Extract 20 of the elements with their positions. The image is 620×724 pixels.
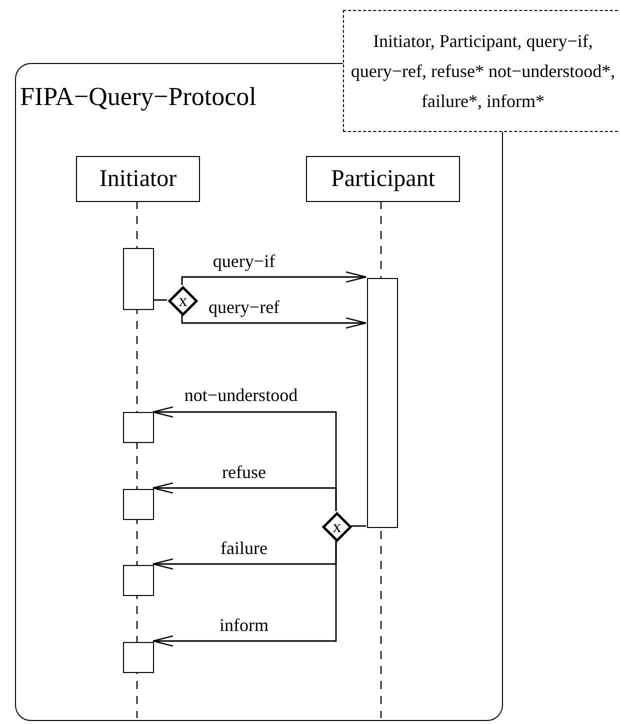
- frame-title: FIPA−Query−Protocol: [20, 82, 256, 112]
- activation-bar: [123, 642, 154, 673]
- message-arrow: [152, 482, 337, 511]
- parameter-note: Initiator, Participant, query−if, query−ref, refuse* not−understood*, failure*, inform*: [343, 10, 620, 132]
- lifeline-head: Initiator: [76, 156, 200, 202]
- message-arrow: [181, 271, 367, 285]
- choice-diamond: x: [168, 286, 198, 316]
- activation-bar: [123, 248, 154, 310]
- activation-bar: [367, 278, 398, 528]
- choice-diamond: x: [322, 512, 352, 542]
- message-arrow: [152, 541, 337, 647]
- lifeline-head: Participant: [306, 156, 460, 202]
- activation-bar: [123, 412, 154, 443]
- message-arrow: [181, 315, 367, 329]
- edge-label: query−if: [210, 251, 278, 271]
- connector-line: [153, 299, 167, 301]
- connector-line: [351, 525, 366, 527]
- activation-bar: [123, 565, 154, 596]
- edge-label: query−ref: [206, 297, 282, 317]
- activation-bar: [123, 489, 154, 520]
